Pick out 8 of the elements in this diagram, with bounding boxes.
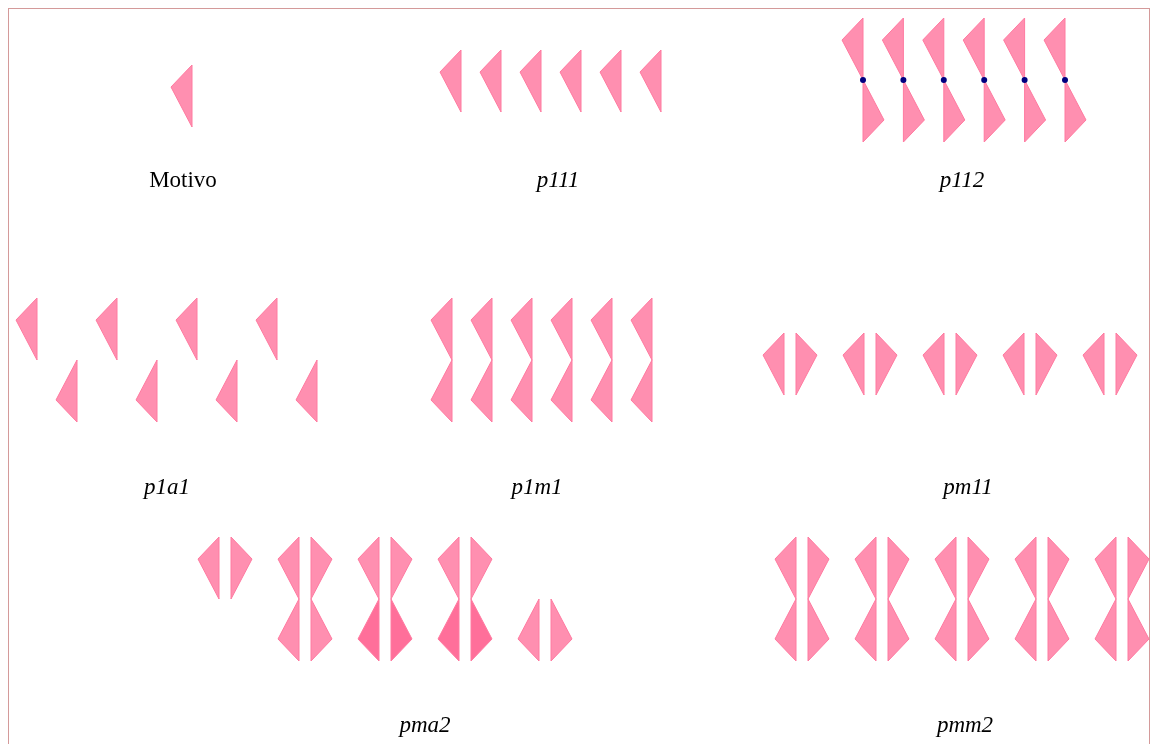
pattern-label: pm11 bbox=[943, 475, 993, 498]
pattern-label: p112 bbox=[939, 168, 985, 191]
pattern-label: Motivo bbox=[149, 168, 217, 191]
pattern-label: p1m1 bbox=[511, 475, 563, 498]
pattern-label: p111 bbox=[536, 168, 580, 191]
pattern-label: pmm2 bbox=[936, 713, 994, 736]
pattern-label: pma2 bbox=[399, 713, 451, 736]
pattern-label: p1a1 bbox=[144, 475, 190, 498]
